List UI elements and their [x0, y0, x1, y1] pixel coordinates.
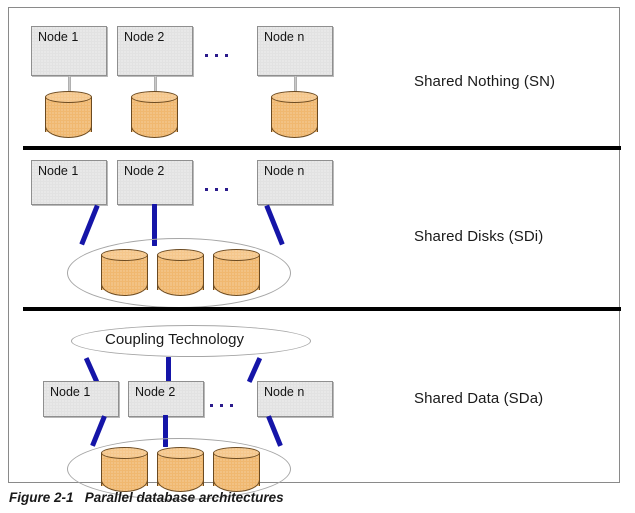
cylinder-top	[101, 249, 148, 261]
coupling-technology-label: Coupling Technology	[105, 331, 244, 348]
node-disk-link-sda-n	[266, 415, 283, 447]
panel-separator-1	[23, 146, 621, 150]
dot-icon	[225, 188, 228, 191]
panel-shared-nothing: Node 1 Node 2 Node n	[9, 8, 621, 146]
node-label: Node 1	[38, 30, 79, 44]
cylinder-bottom	[45, 126, 92, 138]
arch-label-shared-disks: Shared Disks (SDi)	[414, 228, 544, 245]
cylinder-bottom	[157, 480, 204, 492]
dot-icon	[225, 54, 228, 57]
node-disk-link-sda-1	[90, 415, 107, 447]
node-box-sdi-1: Node 1	[31, 160, 107, 205]
cylinder-top	[157, 249, 204, 261]
arch-label-shared-nothing: Shared Nothing (SN)	[414, 73, 556, 90]
node-box-sn-2: Node 2	[117, 26, 193, 76]
cylinder-top	[131, 91, 178, 103]
node-box-sdi-n: Node n	[257, 160, 333, 205]
dot-icon	[215, 54, 218, 57]
disk-cylinder-sdi-n	[213, 249, 260, 296]
node-disk-link-sn-1	[68, 76, 71, 92]
disk-cylinder-sdi-1	[101, 249, 148, 296]
cylinder-bottom	[101, 284, 148, 296]
dot-icon	[230, 404, 233, 407]
node-label: Node n	[264, 164, 305, 178]
node-label: Node 2	[135, 385, 176, 399]
disk-cylinder-sdi-2	[157, 249, 204, 296]
disk-cylinder-sda-2	[157, 447, 204, 492]
node-disk-link-sn-n	[294, 76, 297, 92]
disk-cylinder-sda-1	[101, 447, 148, 492]
cylinder-bottom	[131, 126, 178, 138]
panel-separator-2	[23, 307, 621, 311]
node-label: Node 2	[124, 164, 165, 178]
ellipsis-dots-sda	[210, 404, 233, 407]
ellipsis-dots-sn	[205, 54, 228, 57]
disk-cylinder-sn-2	[131, 91, 178, 138]
node-label: Node 2	[124, 30, 165, 44]
coupling-node-link-1	[83, 357, 100, 383]
cylinder-bottom	[213, 480, 260, 492]
dot-icon	[215, 188, 218, 191]
figure-caption: Figure 2-1 Parallel database architectur…	[9, 490, 284, 505]
node-disk-link-sdi-1	[79, 204, 100, 246]
node-label: Node n	[264, 385, 305, 399]
panel-shared-data: Coupling Technology Node 1 Node 2 Node n	[9, 311, 621, 500]
node-label: Node 1	[50, 385, 91, 399]
node-box-sda-2: Node 2	[128, 381, 204, 417]
ellipsis-dots-sdi	[205, 188, 228, 191]
cylinder-top	[213, 447, 260, 459]
cylinder-top	[213, 249, 260, 261]
cylinder-top	[271, 91, 318, 103]
dot-icon	[205, 54, 208, 57]
panel-shared-disks: Node 1 Node 2 Node n	[9, 150, 621, 308]
shared-data-group-ellipse	[67, 438, 291, 500]
coupling-node-link-n	[246, 357, 263, 383]
node-disk-link-sn-2	[154, 76, 157, 92]
cylinder-bottom	[271, 126, 318, 138]
cylinder-bottom	[213, 284, 260, 296]
coupling-technology-ellipse	[71, 325, 311, 357]
arch-label-shared-data: Shared Data (SDa)	[414, 390, 544, 407]
node-box-sdi-2: Node 2	[117, 160, 193, 205]
disk-cylinder-sn-1	[45, 91, 92, 138]
dot-icon	[205, 188, 208, 191]
dot-icon	[220, 404, 223, 407]
node-box-sda-1: Node 1	[43, 381, 119, 417]
node-label: Node 1	[38, 164, 79, 178]
coupling-node-link-2	[166, 357, 171, 383]
dot-icon	[210, 404, 213, 407]
node-box-sda-n: Node n	[257, 381, 333, 417]
node-box-sn-n: Node n	[257, 26, 333, 76]
cylinder-top	[45, 91, 92, 103]
disk-cylinder-sn-n	[271, 91, 318, 138]
node-disk-link-sdi-n	[264, 204, 285, 246]
node-disk-link-sdi-2	[152, 204, 157, 246]
node-disk-link-sda-2	[163, 415, 168, 447]
figure-frame: Node 1 Node 2 Node n	[8, 7, 621, 500]
disk-cylinder-sda-n	[213, 447, 260, 492]
cylinder-top	[101, 447, 148, 459]
node-label: Node n	[264, 30, 305, 44]
cylinder-top	[157, 447, 204, 459]
cylinder-bottom	[157, 284, 204, 296]
node-box-sn-1: Node 1	[31, 26, 107, 76]
